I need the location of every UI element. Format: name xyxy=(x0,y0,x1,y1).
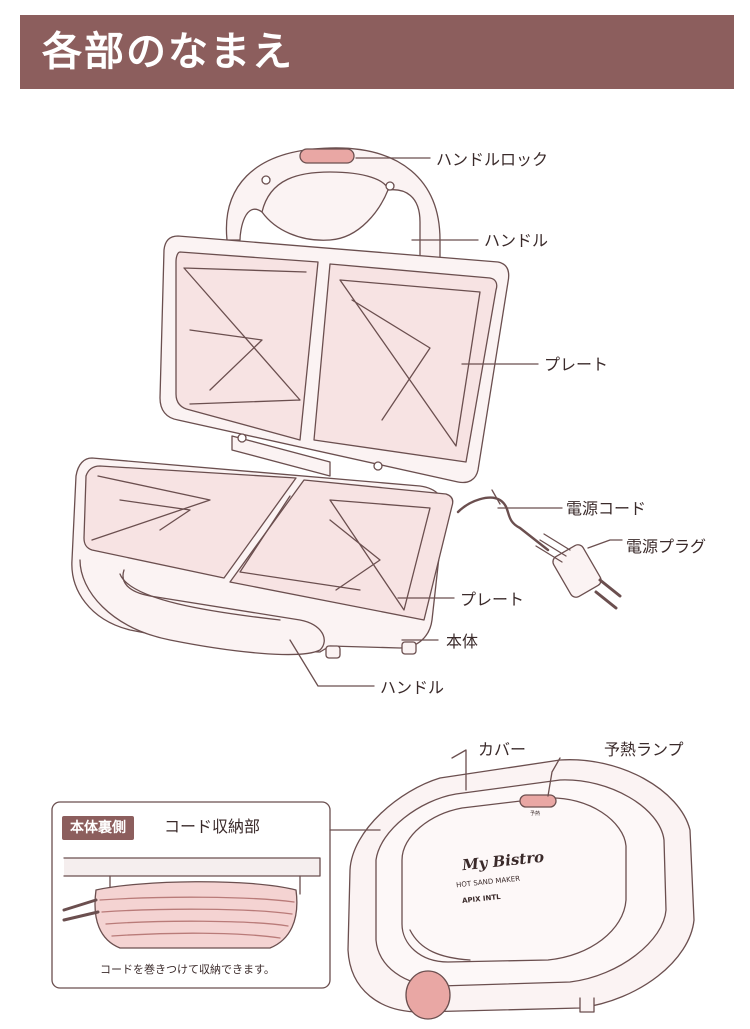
cover-latch xyxy=(405,970,451,1020)
closed-unit-cover xyxy=(375,779,667,987)
label-plate-top: プレート xyxy=(544,355,609,374)
label-handle-bottom: ハンドル xyxy=(380,678,445,697)
header-bar: 各部のなまえ xyxy=(20,15,734,89)
handle-lock-button xyxy=(299,148,355,164)
label-power-cord: 電源コード xyxy=(566,499,647,518)
bottom-left-plate xyxy=(83,465,297,579)
bottom-right-plate xyxy=(229,479,454,621)
top-left-plate xyxy=(175,251,319,441)
power-cord-line xyxy=(456,496,550,552)
lamp-mark-text: 予熱 xyxy=(530,811,541,817)
preheat-lamp-shape xyxy=(519,794,557,808)
page-title: 各部のなまえ xyxy=(42,29,294,75)
top-handle-shape xyxy=(225,147,441,276)
label-body: 本体 xyxy=(446,632,479,651)
label-preheat-lamp: 予熱ランプ xyxy=(604,740,684,759)
power-plug-body xyxy=(552,544,602,598)
cord-winding xyxy=(94,881,298,949)
top-right-plate xyxy=(313,263,498,463)
label-handle-top: ハンドル xyxy=(484,231,549,250)
inset-tag: 本体裏側 xyxy=(62,816,134,840)
label-handle-lock: ハンドルロック xyxy=(436,150,549,169)
label-power-plug: 電源プラグ xyxy=(626,537,707,556)
label-cover: カバー xyxy=(478,740,527,759)
inset-title: コード収納部 xyxy=(164,817,261,836)
label-plate-bottom: プレート xyxy=(460,590,525,609)
inset-caption: コードを巻きつけて収納できます。 xyxy=(100,963,275,976)
